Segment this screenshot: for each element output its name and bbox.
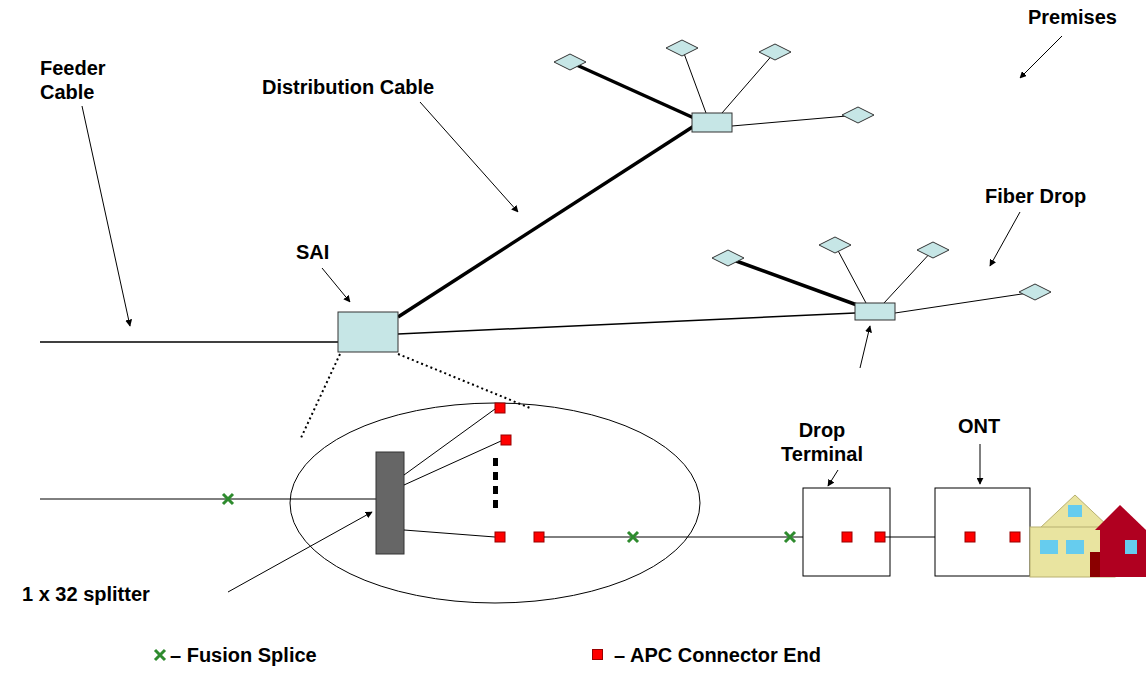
callout-label: ONT [958,414,1000,438]
legend-text: – APC Connector End [614,643,821,667]
legend-swatch [592,649,603,660]
callout-label: 1 x 32 splitter [22,582,150,606]
callout-label: Distribution Cable [262,75,434,99]
legend-text: – Fusion Splice [170,643,317,667]
callout-label: Premises [1028,5,1117,29]
house-icon [1030,495,1146,577]
callout-label: Drop Terminal [772,418,872,466]
callout-label: Fiber Drop [985,184,1086,208]
callout-label: SAI [296,240,329,264]
callout-label: Feeder Cable [40,56,120,104]
